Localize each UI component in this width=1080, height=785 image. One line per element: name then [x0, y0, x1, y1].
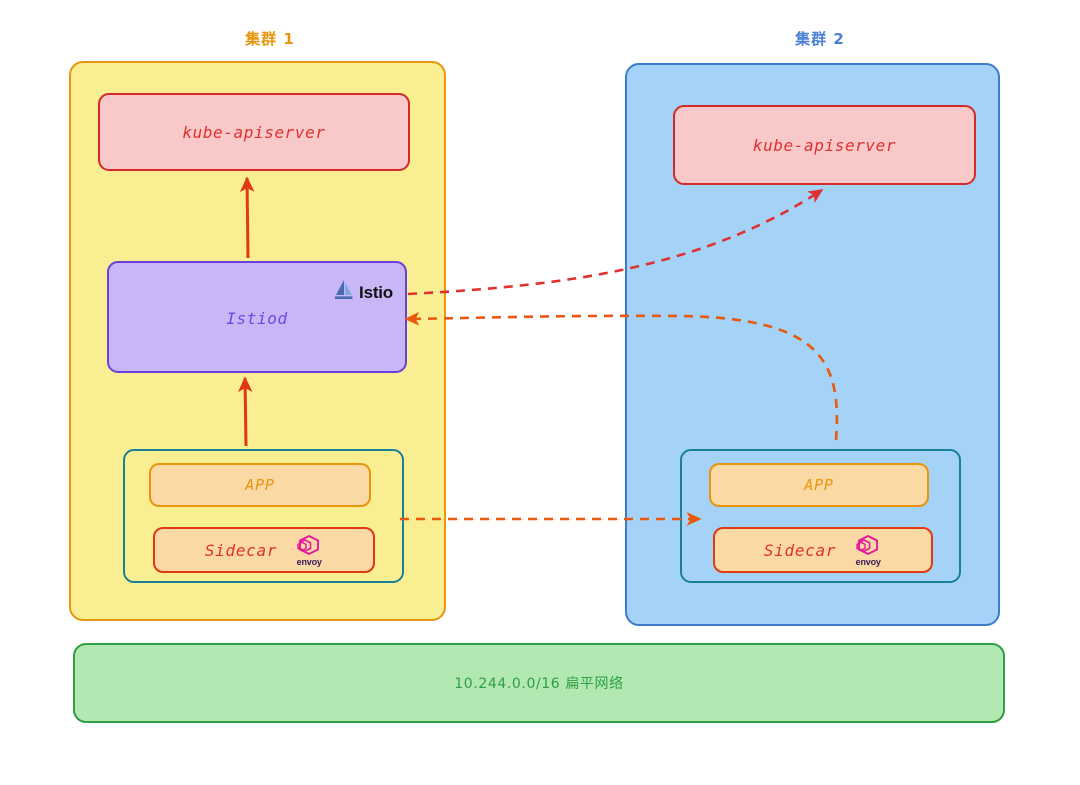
envoy-wordmark: envoy [855, 556, 881, 567]
cluster1-sidecar-node[interactable]: Sidecar envoy [153, 527, 375, 573]
envoy-logo: envoy [854, 534, 882, 567]
cluster1-kube-apiserver-label: kube-apiserver [182, 122, 326, 142]
cluster1-sidecar-label: Sidecar [204, 540, 278, 560]
cluster2-app-node[interactable]: APP [709, 463, 929, 507]
envoy-wordmark: envoy [296, 556, 322, 567]
envoy-hexagon-icon [295, 534, 323, 559]
cluster2-pod-container [680, 449, 961, 583]
cluster2-kube-apiserver-node[interactable]: kube-apiserver [673, 105, 976, 185]
envoy-logo: envoy [295, 534, 323, 567]
cluster1-istiod-node[interactable]: Istiod Istio [107, 261, 407, 373]
istio-logo: Istio [333, 279, 393, 307]
cluster1-title: 集群 1 [245, 30, 295, 48]
cluster1-app-label: APP [245, 476, 275, 494]
istio-sailboat-icon [333, 279, 355, 307]
cluster2-title: 集群 2 [795, 30, 845, 48]
cluster1-pod-container [123, 449, 404, 583]
cluster1-kube-apiserver-node[interactable]: kube-apiserver [98, 93, 410, 171]
cluster1-istiod-label: Istiod [226, 309, 288, 328]
envoy-hexagon-icon [854, 534, 882, 559]
istio-wordmark: Istio [359, 283, 393, 302]
cluster1-app-node[interactable]: APP [149, 463, 371, 507]
cluster2-sidecar-node[interactable]: Sidecar envoy [713, 527, 933, 573]
flat-network-label: 10.244.0.0/16 扁平网络 [454, 676, 624, 692]
cluster2-kube-apiserver-label: kube-apiserver [752, 135, 897, 155]
flat-network-node[interactable]: 10.244.0.0/16 扁平网络 [73, 643, 1005, 723]
cluster2-sidecar-label: Sidecar [763, 540, 837, 560]
cluster2-app-label: APP [804, 476, 834, 494]
